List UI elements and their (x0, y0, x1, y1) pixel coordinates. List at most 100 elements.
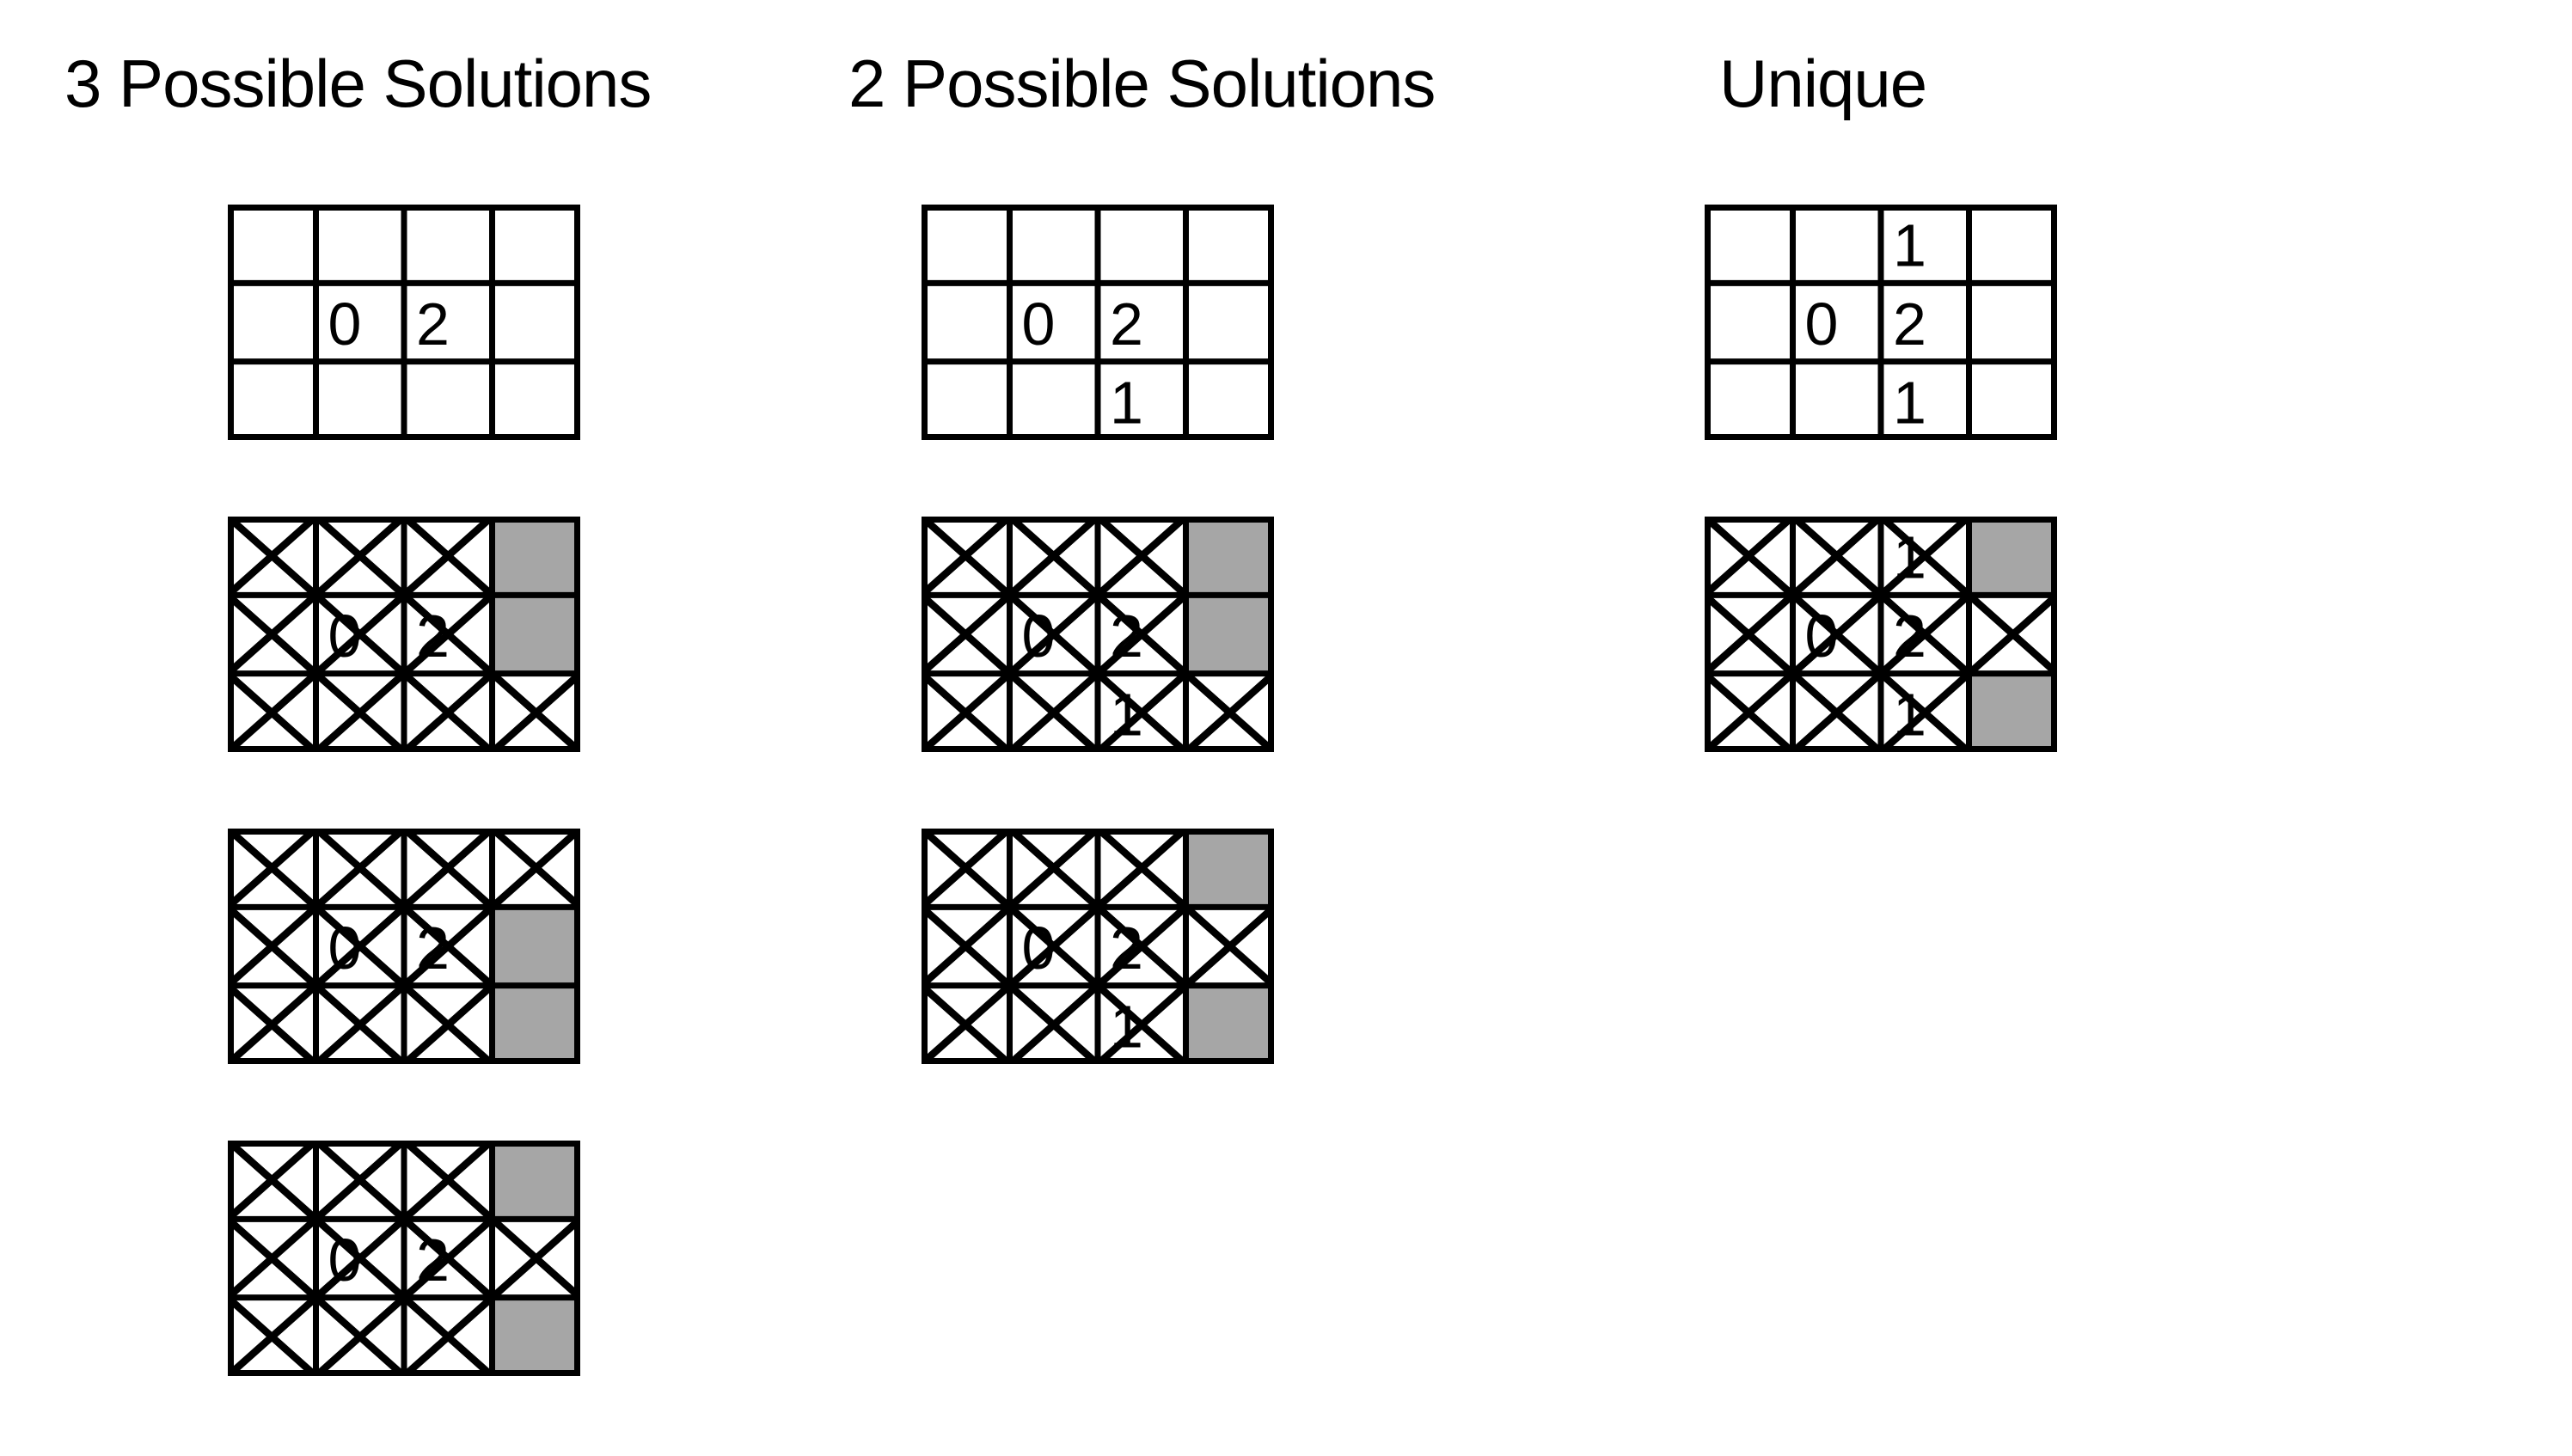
clue-number: 2 (416, 291, 450, 358)
filled-cell (1185, 517, 1274, 596)
cross-mark (313, 517, 407, 598)
cross-mark (1007, 982, 1100, 1064)
filled-cell (492, 985, 580, 1064)
cross-mark (922, 904, 1013, 988)
cross-mark (1095, 592, 1189, 676)
clue-number: 0 (328, 291, 362, 358)
cross-mark (228, 670, 319, 752)
cross-mark (1878, 517, 1972, 598)
column-3-header: Unique (1719, 46, 1927, 121)
filled-cell (1185, 985, 1274, 1064)
cross-mark (1095, 829, 1189, 910)
cross-mark (313, 670, 407, 752)
cross-mark (313, 904, 407, 988)
cross-mark (228, 517, 319, 598)
clue-number: 2 (1893, 291, 1926, 358)
cross-mark (228, 1216, 319, 1300)
grid-border (228, 829, 580, 1064)
filled-cell (492, 907, 580, 986)
cross-mark (1183, 670, 1274, 752)
filled-cell (1969, 673, 2057, 752)
grid-border (922, 205, 1274, 440)
cross-mark (1790, 592, 1883, 676)
cross-mark (1878, 670, 1972, 752)
filled-cell (1185, 595, 1274, 674)
cross-mark (1007, 829, 1100, 910)
cross-mark (489, 1216, 580, 1300)
cross-mark (1966, 592, 2057, 676)
cross-mark (228, 1141, 319, 1222)
cross-mark (313, 1141, 407, 1222)
cross-mark (1007, 670, 1100, 752)
cross-mark (313, 829, 407, 910)
cross-mark (1183, 904, 1274, 988)
grid-border (1705, 205, 2057, 440)
cross-mark (313, 1294, 407, 1376)
cross-mark (401, 1294, 495, 1376)
clue-number: 1 (1893, 369, 1926, 436)
filled-cell (1969, 517, 2057, 596)
grid-border (228, 1141, 580, 1376)
clue-number: 1 (1110, 369, 1143, 436)
grid-border (228, 517, 580, 752)
cross-mark (228, 1294, 319, 1376)
cross-mark (401, 517, 495, 598)
cross-mark (922, 982, 1013, 1064)
cross-mark (401, 1216, 495, 1300)
cross-mark (489, 670, 580, 752)
cross-mark (1790, 670, 1883, 752)
cross-mark (401, 982, 495, 1064)
clue-number: 0 (1022, 291, 1056, 358)
filled-cell (492, 1141, 580, 1220)
cross-mark (1705, 517, 1796, 598)
cross-mark (922, 670, 1013, 752)
grid-border (922, 517, 1274, 752)
cross-mark (1095, 670, 1189, 752)
filled-cell (492, 595, 580, 674)
cross-mark (922, 829, 1013, 910)
cross-mark (401, 904, 495, 988)
grid-border (228, 205, 580, 440)
clue-number: 1 (1893, 212, 1926, 279)
cross-mark (489, 829, 580, 910)
cross-mark (401, 592, 495, 676)
cross-mark (313, 982, 407, 1064)
cross-mark (401, 1141, 495, 1222)
cross-mark (1705, 670, 1796, 752)
grid-border (1705, 517, 2057, 752)
cross-mark (313, 592, 407, 676)
cross-mark (1095, 904, 1189, 988)
filled-cell (492, 1297, 580, 1376)
cross-mark (313, 1216, 407, 1300)
cross-mark (1878, 592, 1972, 676)
cross-mark (1790, 517, 1883, 598)
column-1-header: 3 Possible Solutions (64, 46, 652, 121)
filled-cell (492, 517, 580, 596)
cross-mark (228, 592, 319, 676)
cross-mark (228, 829, 319, 910)
cross-mark (1095, 517, 1189, 598)
filled-cell (1185, 829, 1274, 908)
cross-mark (1007, 517, 1100, 598)
cross-mark (401, 670, 495, 752)
cross-mark (1007, 904, 1100, 988)
cross-mark (228, 904, 319, 988)
cross-mark (401, 829, 495, 910)
clue-number: 2 (1110, 291, 1143, 358)
grid-border (922, 829, 1274, 1064)
cross-mark (1007, 592, 1100, 676)
cross-mark (1095, 982, 1189, 1064)
column-2-header: 2 Possible Solutions (848, 46, 1436, 121)
cross-mark (228, 982, 319, 1064)
clue-number: 0 (1805, 291, 1839, 358)
cross-mark (1705, 592, 1796, 676)
